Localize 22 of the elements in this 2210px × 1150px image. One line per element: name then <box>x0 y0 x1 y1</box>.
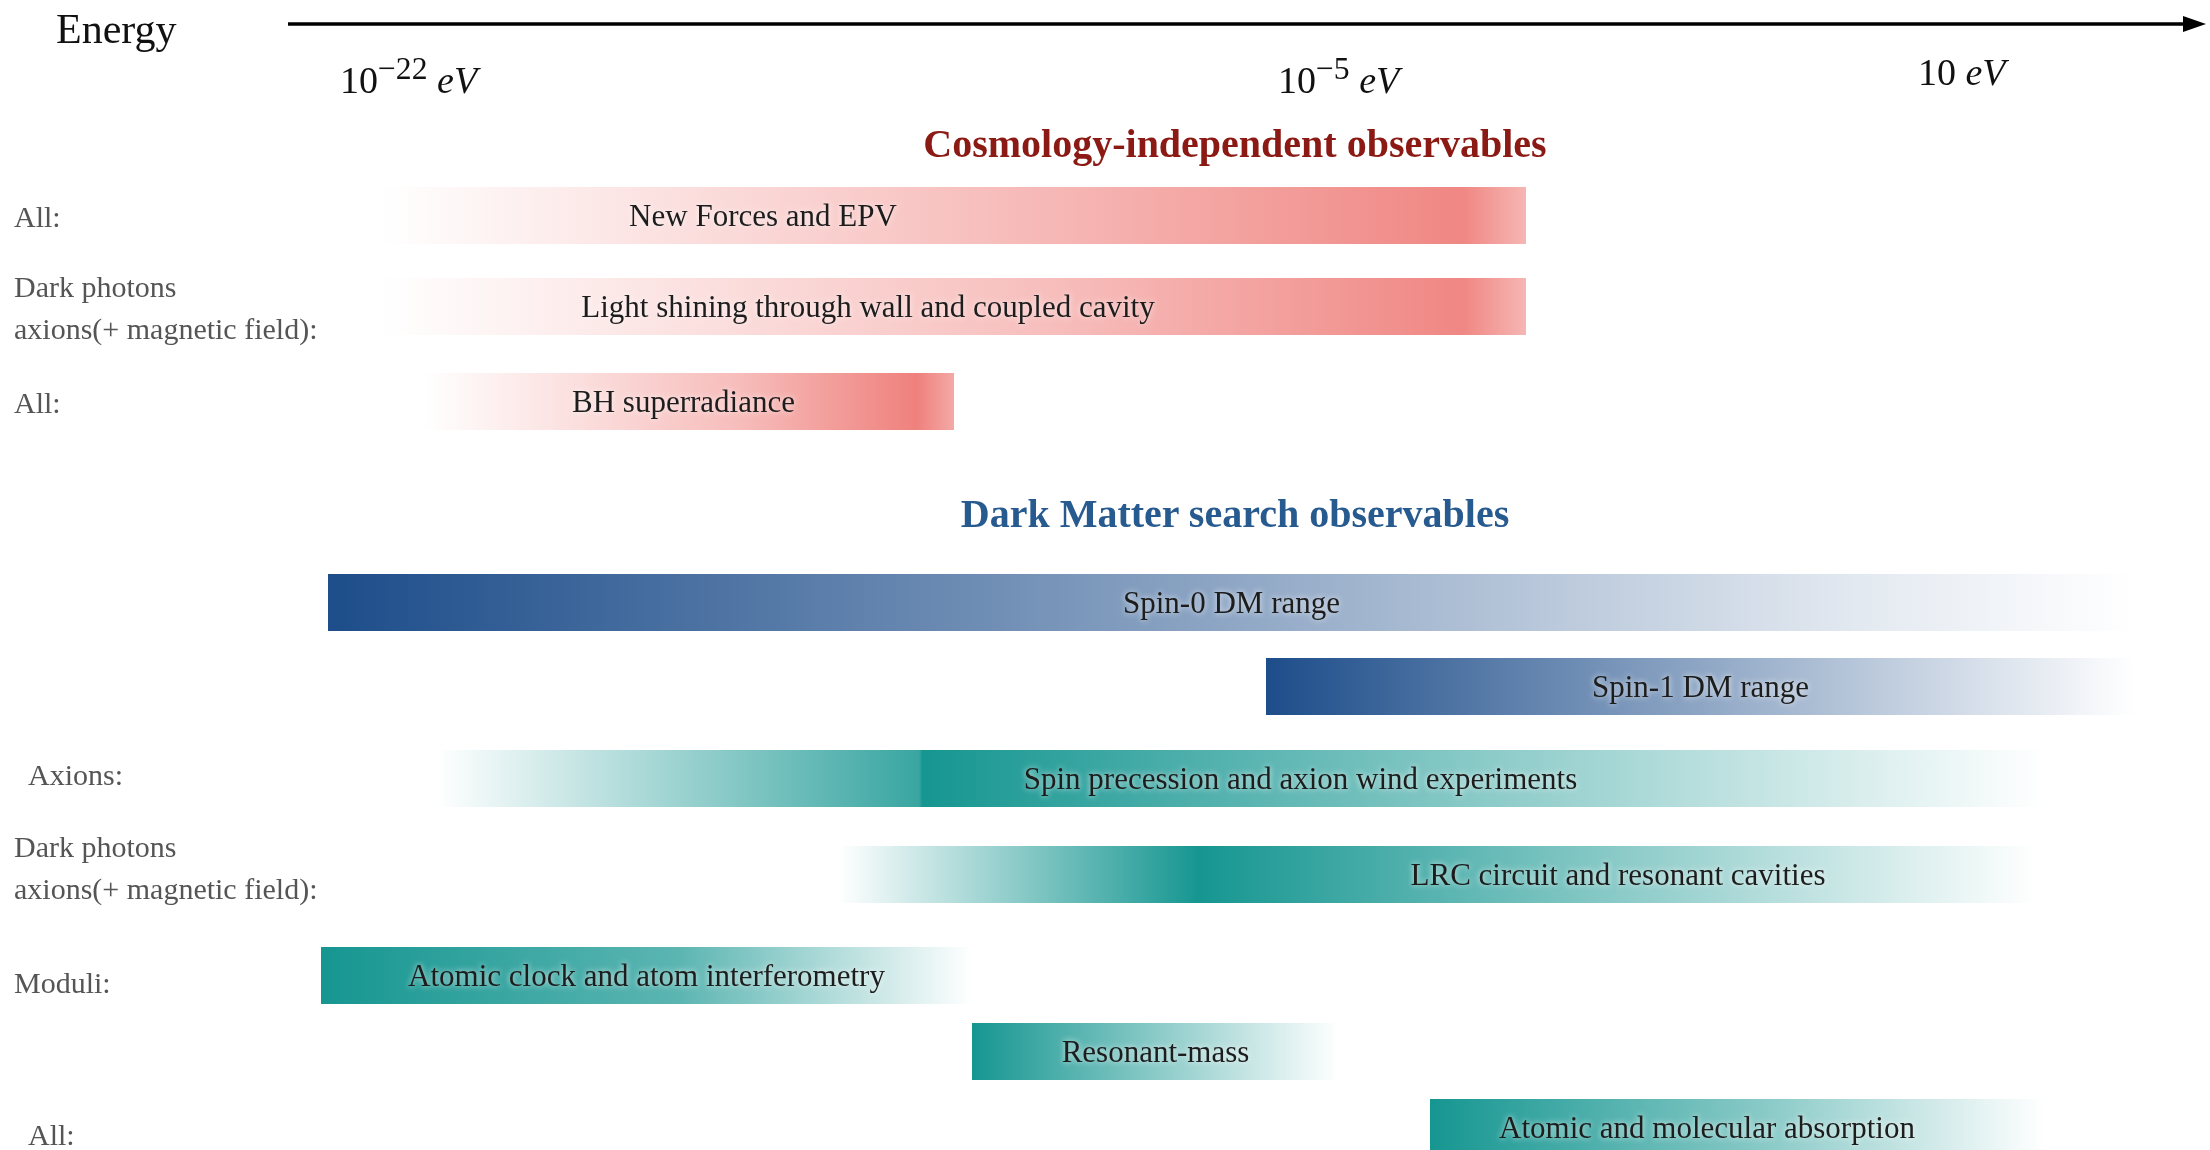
bar-label: Atomic and molecular absorption <box>1499 1109 1915 1146</box>
axis-title: Energy <box>56 6 177 53</box>
row-label: Moduli: <box>14 966 111 999</box>
bar-label: Atomic clock and atom interferometry <box>408 957 885 994</box>
section-heading: Cosmology-independent observables <box>923 122 1547 166</box>
row-label: All: <box>14 200 61 233</box>
row-label: Dark photons <box>14 270 177 303</box>
row-label: Dark photons <box>14 830 177 863</box>
row-label: axions(+ magnetic field): <box>14 872 318 905</box>
bar-label: Resonant-mass <box>1061 1033 1250 1070</box>
bar-label: Light shining through wall and coupled cavity <box>581 288 1155 325</box>
row-label: Axions: <box>28 758 123 791</box>
bar-label: Spin-1 DM range <box>1592 668 1809 705</box>
bar-label: LRC circuit and resonant cavities <box>1410 856 1826 893</box>
bar-label: BH superradiance <box>572 383 795 420</box>
row-label: All: <box>28 1118 75 1150</box>
row-label: All: <box>14 386 61 419</box>
bar-label: Spin precession and axion wind experiments <box>1023 760 1578 797</box>
section-heading: Dark Matter search observables <box>960 492 1510 536</box>
bar-label: Spin-0 DM range <box>1123 584 1340 621</box>
bar-label: New Forces and EPV <box>629 197 897 234</box>
row-label: axions(+ magnetic field): <box>14 312 318 345</box>
